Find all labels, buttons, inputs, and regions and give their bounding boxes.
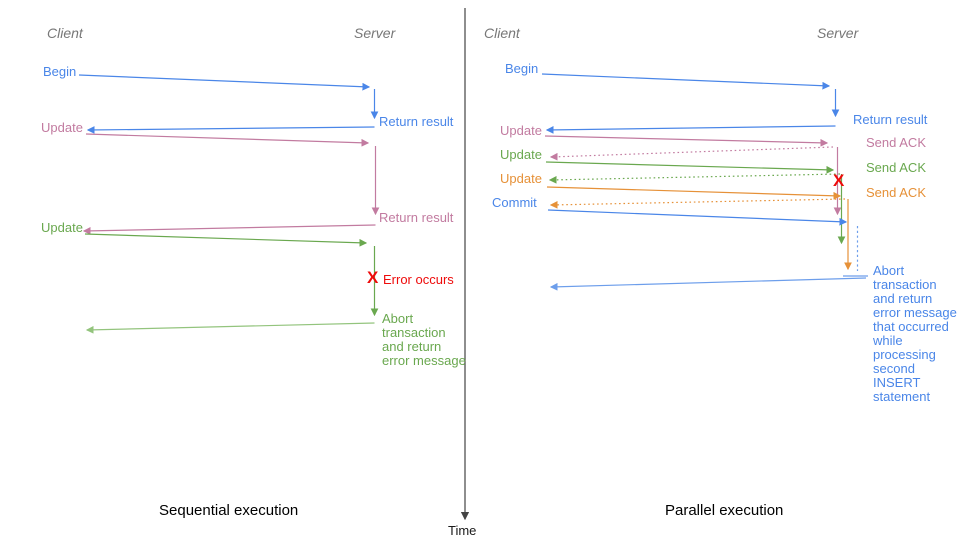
par-begin-request-arrow (541, 73, 831, 90)
par-update-3-label: Update (500, 171, 542, 186)
par-update-2-request-arrow (545, 161, 835, 174)
seq-return-result-1-arrow (86, 126, 375, 134)
seq-title: Sequential execution (159, 502, 299, 519)
seq-client-header: Client (47, 25, 83, 41)
par-client-header: Client (484, 25, 520, 41)
par-update-1-label: Update (500, 123, 542, 138)
seq-return-result-2-label: Return result (379, 210, 454, 225)
par-send-ack-2-label: Send ACK (866, 160, 926, 175)
par-return-result-label: Return result (853, 112, 928, 127)
seq-update-1-label: Update (41, 120, 83, 135)
par-send-ack-1-label: Send ACK (866, 135, 926, 150)
par-send-ack-2-arrow (548, 173, 841, 184)
seq-return-result-1-label: Return result (379, 114, 454, 129)
par-update-2-label: Update (500, 147, 542, 162)
par-abort-label: Abort transaction and return error messa… (873, 263, 957, 404)
seq-server-header: Server (354, 25, 396, 41)
par-title: Parallel execution (665, 502, 784, 519)
par-update-1-request-arrow (544, 135, 829, 147)
par-send-ack-3-arrow (549, 198, 846, 209)
par-abort-return-arrow (549, 277, 867, 291)
seq-abort-return-arrow (85, 322, 375, 334)
par-commit-request-arrow (547, 209, 848, 226)
seq-update-1-request-arrow (85, 133, 370, 147)
seq-error-x-icon: X (367, 268, 379, 287)
seq-error-occurs-label: Error occurs (383, 272, 454, 287)
par-begin-label: Begin (505, 61, 539, 76)
par-update-3-request-arrow (546, 186, 842, 200)
seq-update-2-label: Update (41, 220, 83, 235)
par-error-x-icon: X (833, 171, 845, 190)
par-server-header: Server (817, 25, 859, 41)
par-commit-label: Commit (492, 195, 537, 210)
par-send-ack-1-arrow (549, 146, 834, 161)
par-send-ack-3-label: Send ACK (866, 185, 926, 200)
seq-begin-label: Begin (43, 64, 77, 79)
par-return-result-arrow (545, 125, 836, 134)
seq-update-2-request-arrow (84, 233, 368, 247)
time-axis-label: Time (448, 523, 477, 538)
seq-begin-request-arrow (78, 74, 371, 91)
seq-return-result-2-arrow (82, 224, 376, 235)
seq-abort-label: Abort transaction and return error messa… (382, 311, 466, 368)
